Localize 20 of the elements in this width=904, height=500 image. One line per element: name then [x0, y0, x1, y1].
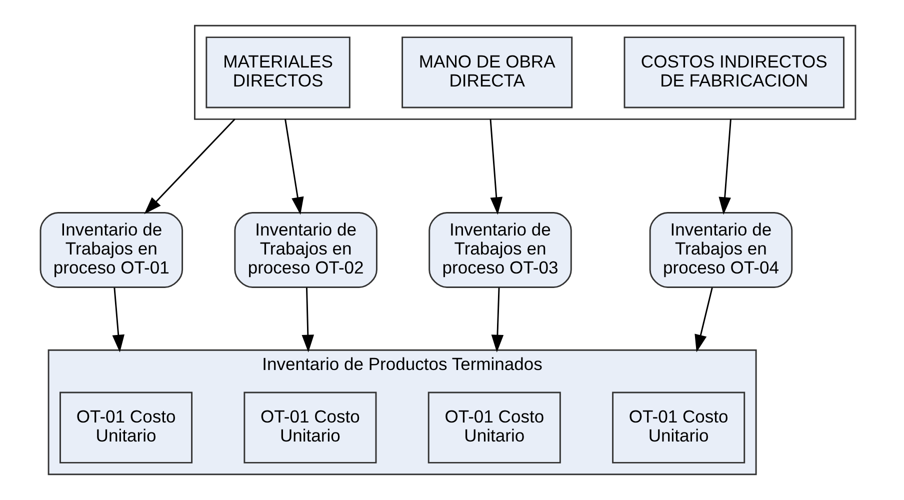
node-box: Inventario de Trabajos en proceso OT-03 — [428, 212, 572, 288]
cluster — [194, 24, 856, 120]
node-box: OT-01 Costo Unitario — [60, 392, 193, 464]
node-box: Inventario de Trabajos en proceso OT-01 — [40, 212, 184, 288]
node-box: OT-01 Costo Unitario — [244, 392, 377, 464]
node-box: OT-01 Costo Unitario — [428, 392, 561, 464]
arrow — [491, 288, 504, 352]
arrow — [144, 118, 236, 214]
arrow — [490, 119, 503, 215]
node-box: MANO DE OBRA DIRECTA — [402, 36, 573, 108]
node-box: MATERIALES DIRECTOS — [206, 36, 350, 108]
node-box: OT-01 Costo Unitario — [612, 392, 746, 464]
arrow — [284, 119, 304, 215]
arrow — [112, 288, 124, 352]
arrow — [718, 119, 732, 215]
arrow — [302, 288, 314, 352]
arrow — [694, 287, 713, 352]
node-box: Inventario de Trabajos en proceso OT-04 — [649, 212, 793, 288]
node-box: Inventario de Trabajos en proceso OT-02 — [234, 212, 378, 288]
node-box: COSTOS INDIRECTOS DE FABRICACION — [624, 36, 844, 108]
